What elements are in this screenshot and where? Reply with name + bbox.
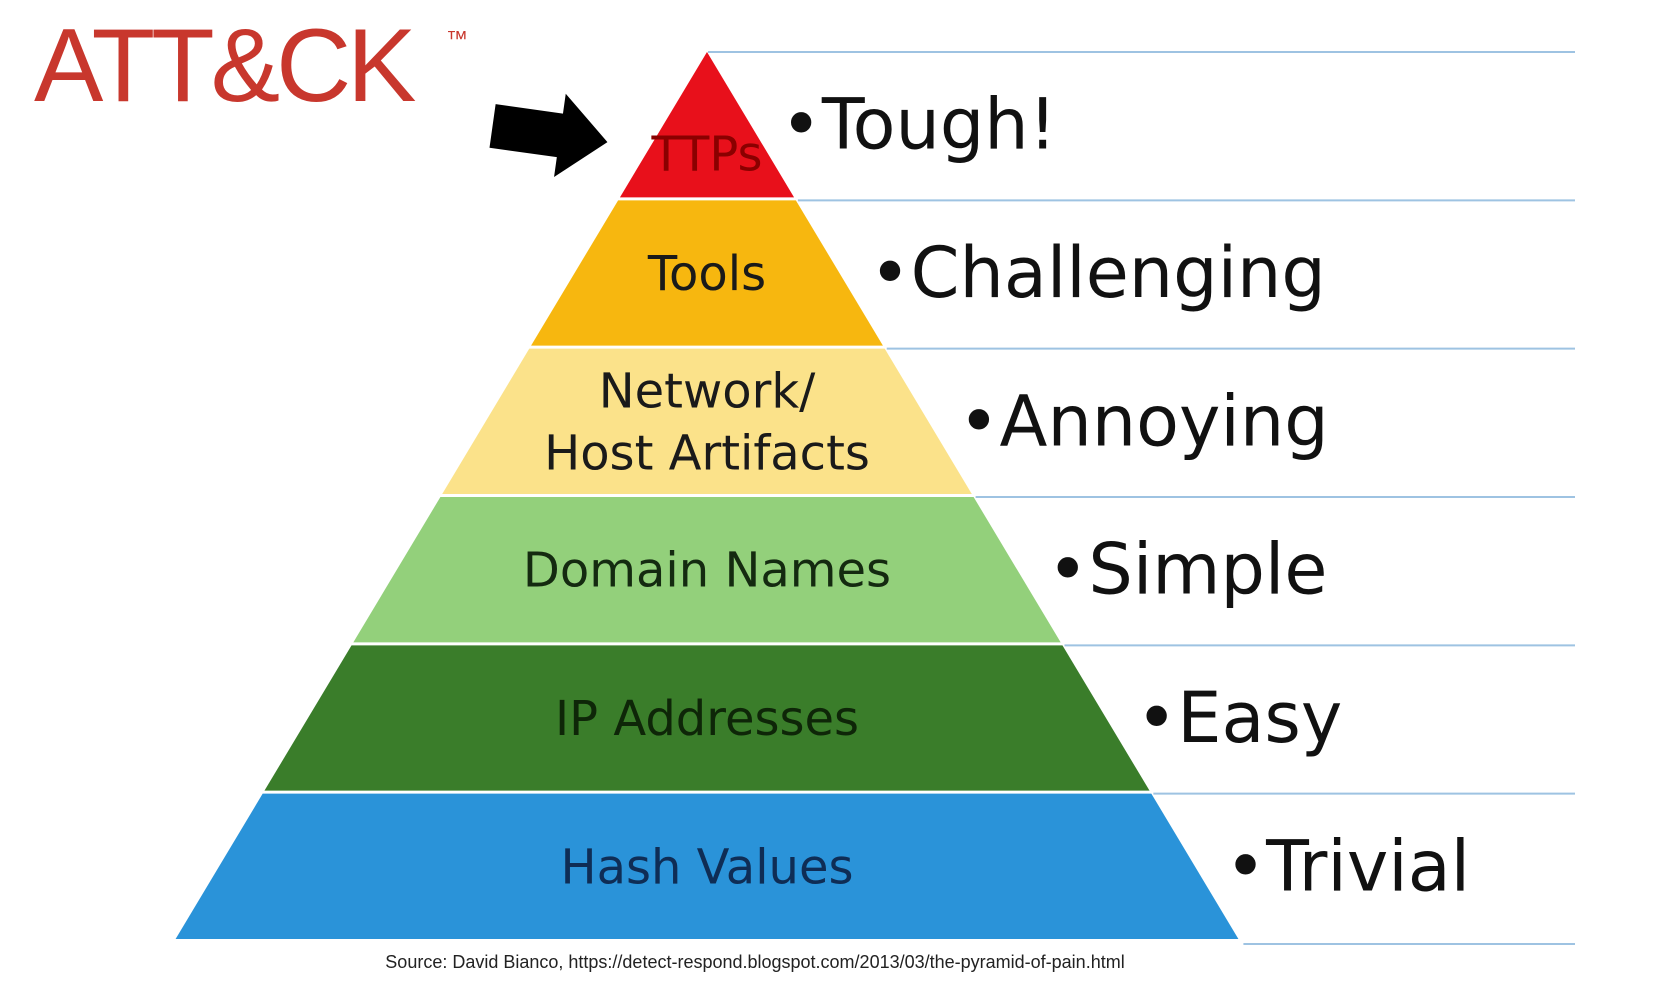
tier-label-tools: Tools: [647, 246, 766, 302]
rating-ttps: •Tough!: [781, 84, 1057, 166]
tier-label-artifacts: Network/: [599, 363, 816, 419]
tier-domains: [353, 497, 1061, 643]
tier-artifacts: [442, 348, 972, 494]
source-citation: Source: David Bianco, https://detect-res…: [385, 952, 1125, 972]
rating-hash: •Trivial: [1225, 825, 1470, 907]
separator-lines: [708, 51, 1575, 945]
rating-ip: •Easy: [1136, 677, 1342, 759]
rating-domains: •Simple: [1047, 529, 1327, 611]
rating-artifacts: •Annoying: [958, 380, 1328, 462]
tier-label-hash: Hash Values: [560, 839, 853, 895]
tier-ip: [264, 645, 1150, 791]
attck-logo: ATT&CK: [34, 8, 417, 124]
tier-label-artifacts: Host Artifacts: [544, 425, 870, 481]
tier-hash: [175, 793, 1239, 939]
tier-ttps: [619, 52, 795, 198]
tier-tools: [531, 200, 883, 346]
tier-label-ttps: TTPs: [651, 127, 763, 183]
trademark-symbol: ™: [446, 26, 468, 51]
right-arrow-icon: [489, 93, 608, 177]
rating-tools: •Challenging: [869, 232, 1325, 314]
tier-label-ip: IP Addresses: [555, 691, 859, 747]
difficulty-ratings: •Tough! •Challenging •Annoying •Simple •Easy…: [781, 84, 1471, 908]
tier-label-domains: Domain Names: [523, 543, 891, 599]
